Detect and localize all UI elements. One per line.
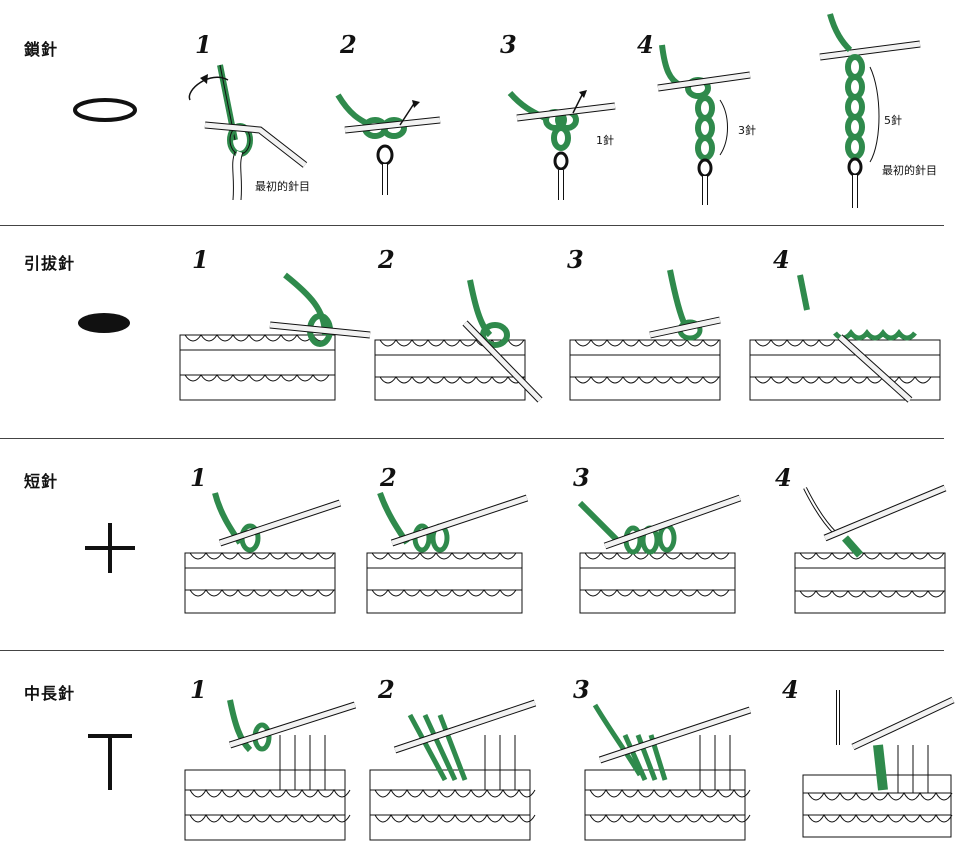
sc-step-2-diagram (366, 491, 529, 614)
step-number: 1 (190, 463, 207, 492)
single-crochet-symbol-icon (85, 523, 135, 573)
five-stitch-note: 5針 (884, 114, 902, 127)
three-stitch-note: 3針 (738, 124, 756, 137)
hdc-step-1-diagram (184, 699, 357, 841)
hdc-step-2-diagram (369, 699, 537, 841)
step-number: 2 (380, 463, 397, 492)
step-number: 1 (195, 30, 212, 59)
chain-step-4-diagram (657, 44, 751, 205)
chain-step-3-diagram (507, 90, 616, 200)
sc-step-1-diagram (184, 492, 342, 614)
step-number: 2 (378, 245, 395, 274)
step-number: 4 (782, 675, 799, 704)
half-double-crochet-symbol-icon (88, 734, 132, 790)
chain-step-5-diagram (819, 13, 921, 208)
step-number: 2 (378, 675, 395, 704)
section-divider (0, 438, 944, 439)
section-slip-stitch: 引拔針 1 2 3 4 (0, 225, 958, 438)
section-single-crochet: 短針 1 2 3 4 (0, 438, 958, 650)
step-number: 4 (775, 463, 792, 492)
step-number: 3 (573, 675, 590, 704)
slip-step-1-diagram (179, 272, 371, 401)
section-half-double-crochet: 中長針 1 2 3 4 (0, 650, 958, 853)
step-number: 3 (573, 463, 590, 492)
slip-stitch-symbol-icon (78, 313, 130, 333)
chain-step-1-diagram (188, 64, 308, 201)
slip-step-4-diagram (749, 274, 941, 403)
slip-step-3-diagram (569, 269, 721, 401)
step-number: 2 (340, 30, 357, 59)
step-number: 3 (500, 30, 517, 59)
slip-step-2-diagram (374, 279, 543, 403)
section-chain: 鎖針 1 2 3 4 最初的針目 (0, 0, 958, 225)
step-number: 1 (190, 675, 207, 704)
chain-symbol-icon (73, 98, 137, 122)
sc-step-4-diagram (794, 484, 947, 614)
first-stitch-note: 最初的針目 (255, 180, 310, 193)
step-number: 3 (567, 245, 584, 274)
section-divider (0, 225, 944, 226)
section-divider (0, 650, 944, 651)
step-number: 4 (773, 245, 790, 274)
section-title: 短針 (24, 472, 59, 491)
one-stitch-note: 1針 (596, 134, 614, 147)
sc-step-3-diagram (577, 494, 742, 614)
step-number: 1 (192, 245, 209, 274)
step-number: 4 (637, 30, 654, 59)
section-title: 中長針 (24, 684, 76, 703)
section-title: 鎖針 (24, 40, 59, 59)
first-stitch-note-2: 最初的針目 (882, 164, 937, 177)
hdc-step-3-diagram (584, 703, 752, 841)
hdc-step-4-diagram (802, 690, 955, 838)
section-title: 引拔針 (24, 254, 76, 273)
chain-step-2-diagram (335, 93, 441, 195)
